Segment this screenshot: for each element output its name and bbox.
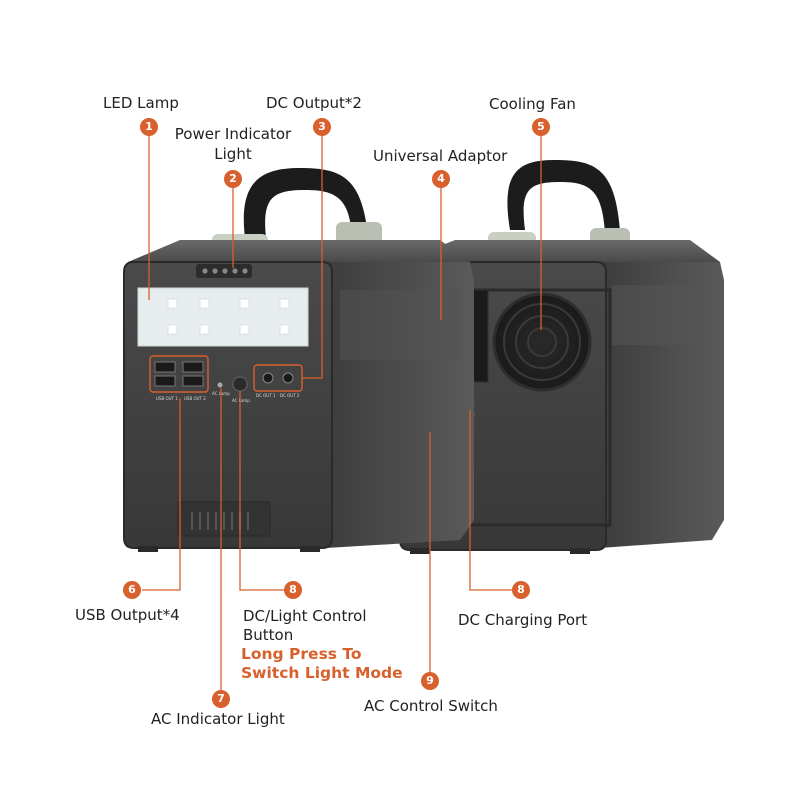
label-dc-light-button-1: DC/Light Control <box>243 607 367 625</box>
fan-ring-3 <box>527 327 557 357</box>
label-ac-control-switch: AC Control Switch <box>364 697 498 715</box>
dc-out-2-text: DC OUT 2 <box>280 393 300 398</box>
label-universal-adaptor: Universal Adaptor <box>373 147 508 165</box>
led-lamp-panel <box>137 287 309 347</box>
left-side-vent <box>340 290 460 360</box>
usb-port-1[interactable] <box>154 361 176 373</box>
label-dc-light-button-2: Button <box>243 626 294 644</box>
left-unit: USB OUT 1 USB OUT 2 AC Lamp AC Lamp DC O… <box>123 168 474 552</box>
label-dc-output: DC Output*2 <box>266 94 362 112</box>
label-dc-charging-port: DC Charging Port <box>458 611 588 629</box>
power-dot-4 <box>232 268 238 274</box>
power-dot-3 <box>222 268 228 274</box>
usb-port-2[interactable] <box>154 375 176 387</box>
right-handle <box>507 160 620 232</box>
left-side-panel <box>326 262 474 548</box>
power-dot-1 <box>202 268 208 274</box>
badge-9: 9 <box>421 672 439 690</box>
dc-lamp-text: AC Lamp <box>232 398 250 403</box>
dc-out-1-text: DC OUT 1 <box>256 393 276 398</box>
right-foot-1 <box>410 548 430 554</box>
fan-ring-1 <box>503 303 581 381</box>
usb-out-2-text: USB OUT 2 <box>184 396 206 401</box>
badge-2: 2 <box>224 170 242 188</box>
dc-light-control-button[interactable] <box>232 376 248 392</box>
dc-output-1[interactable] <box>262 372 274 384</box>
label-long-press-1: Long Press To <box>241 645 362 663</box>
power-dot-5 <box>242 268 248 274</box>
usb-highlight <box>149 355 209 393</box>
left-handle <box>243 168 368 238</box>
cooling-fan-grille <box>492 292 592 392</box>
usb-port-4[interactable] <box>182 375 204 387</box>
label-ac-indicator: AC Indicator Light <box>151 710 285 728</box>
badge-3: 3 <box>313 118 331 136</box>
led-lamp-leds <box>167 298 290 335</box>
badge-4: 4 <box>432 170 450 188</box>
badge-7: 7 <box>212 690 230 708</box>
badge-8-button: 8 <box>284 581 302 599</box>
ac-indicator-light <box>217 382 223 388</box>
leader-lines <box>142 134 542 690</box>
badge-5: 5 <box>532 118 550 136</box>
label-cooling-fan: Cooling Fan <box>489 95 576 113</box>
label-led-lamp: LED Lamp <box>103 94 179 112</box>
dc-output-2[interactable] <box>282 372 294 384</box>
left-foot-2 <box>300 546 320 552</box>
leader-6 <box>142 398 181 591</box>
label-power-indicator-1: Power Indicator <box>174 125 292 143</box>
label-long-press-2: Switch Light Mode <box>241 664 403 682</box>
badge-6: 6 <box>123 581 141 599</box>
usb-port-3[interactable] <box>182 361 204 373</box>
left-foot-1 <box>138 546 158 552</box>
badge-1: 1 <box>140 118 158 136</box>
leader-8a <box>239 391 284 591</box>
fan-ring-2 <box>515 315 569 369</box>
right-top-face <box>400 240 720 262</box>
label-power-indicator-2: Light <box>214 145 252 163</box>
leader-8b <box>469 410 512 591</box>
usb-out-1-text: USB OUT 1 <box>156 396 178 401</box>
label-usb-output: USB Output*4 <box>75 606 180 624</box>
right-side-vent <box>612 285 712 345</box>
badge-8-port: 8 <box>512 581 530 599</box>
power-dot-2 <box>212 268 218 274</box>
right-foot-2 <box>570 548 590 554</box>
left-top-face <box>128 240 470 262</box>
leader-3 <box>302 134 323 379</box>
